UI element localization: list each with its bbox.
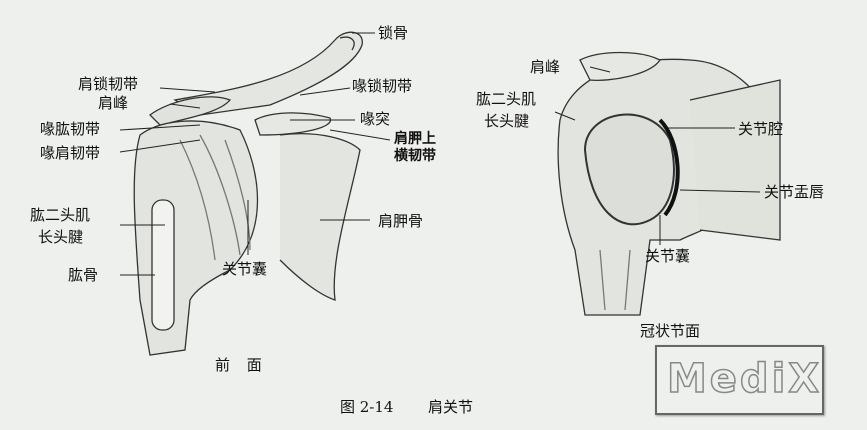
label-coracoclavicular-ligament: 喙锁韧带 — [352, 77, 413, 95]
label-joint-cavity: 关节腔 — [738, 120, 784, 138]
leader-lines — [119, 32, 761, 276]
watermark-text: MediX — [666, 355, 823, 403]
label-clavicle: 锁骨 — [378, 24, 409, 42]
label-suprascapular-2: 横韧带 — [394, 148, 436, 164]
label-humerus: 肱骨 — [68, 266, 99, 284]
label-acromioclavicular-ligament: 肩锁韧带 — [78, 75, 139, 93]
label-biceps-2: 长头腱 — [38, 228, 84, 246]
figure-number: 图 2-14 — [340, 398, 394, 416]
label-biceps-coronal-2: 长头腱 — [484, 112, 530, 130]
label-biceps-coronal-1: 肱二头肌 — [476, 90, 537, 108]
label-acromion-coronal: 肩峰 — [530, 58, 561, 76]
coronal-view-drawing — [557, 51, 781, 316]
label-capsule-coronal: 关节囊 — [645, 247, 691, 265]
label-suprascapular-1: 肩胛上 — [394, 131, 436, 147]
label-coracoid: 喙突 — [360, 110, 391, 128]
label-glenoid-labrum: 关节盂唇 — [764, 183, 825, 201]
watermark: MediX — [655, 345, 824, 415]
anterior-view-title: 前 面 — [215, 356, 268, 374]
label-biceps-1: 肱二头肌 — [30, 206, 91, 224]
coronal-view-title: 冠状节面 — [640, 322, 701, 340]
label-coracoacromial-ligament: 喙肩韧带 — [40, 144, 101, 162]
figure-title: 肩关节 — [428, 398, 474, 416]
anterior-view-drawing — [133, 31, 363, 356]
label-acromion: 肩峰 — [98, 94, 129, 112]
label-scapula: 肩胛骨 — [378, 212, 424, 230]
label-coracohumeral-ligament: 喙肱韧带 — [40, 120, 101, 138]
label-capsule: 关节囊 — [222, 260, 268, 278]
